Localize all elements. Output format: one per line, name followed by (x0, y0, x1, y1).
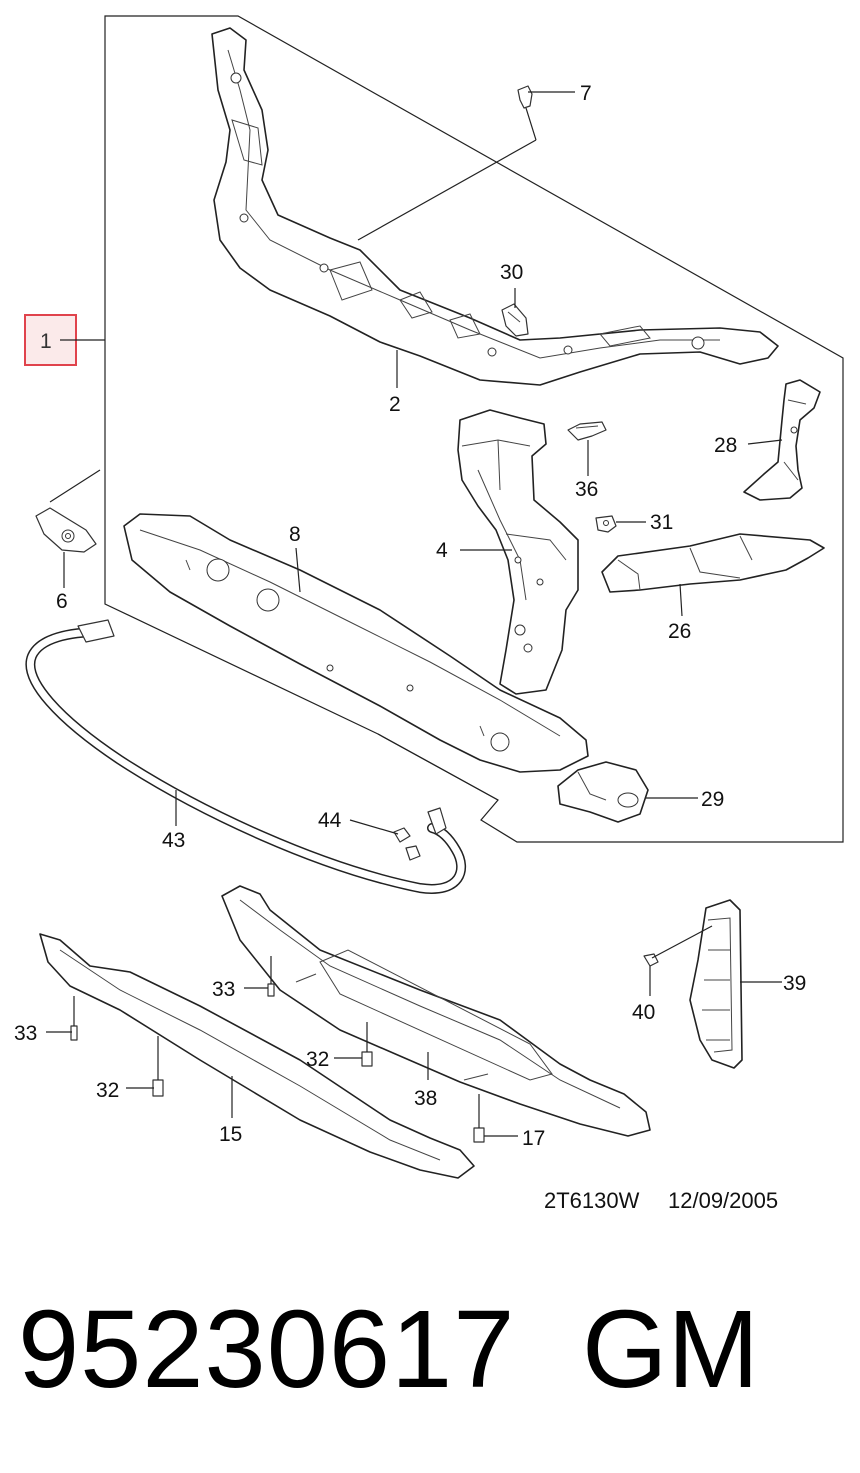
bracket-30[interactable] (501, 303, 529, 337)
callout-8: 8 (289, 523, 301, 546)
clip-44[interactable] (393, 827, 421, 861)
lower-tie-bar-8[interactable] (123, 513, 589, 773)
callout-26: 26 (668, 620, 691, 643)
brand-name: GM (582, 1288, 760, 1411)
side-member-4[interactable] (457, 409, 579, 695)
callout-36: 36 (575, 478, 598, 501)
callout-15: 15 (219, 1123, 242, 1146)
bracket-29[interactable] (557, 761, 649, 823)
air-guide-39[interactable] (689, 899, 743, 1069)
bracket-6[interactable] (35, 469, 101, 553)
clip-31[interactable] (595, 515, 617, 533)
leader-lines (46, 91, 783, 1137)
clip-32-a[interactable] (361, 1051, 373, 1067)
callout-39: 39 (783, 972, 806, 995)
callout-43: 43 (162, 829, 185, 852)
callout-32-a: 32 (306, 1048, 329, 1071)
assembly-frame (78, 15, 844, 843)
selected-callout-box[interactable] (24, 314, 78, 366)
callout-31: 31 (650, 511, 673, 534)
callout-32-b: 32 (96, 1079, 119, 1102)
part-number: 95230617 (18, 1288, 516, 1411)
clip-36[interactable] (567, 421, 607, 441)
callout-30: 30 (500, 261, 523, 284)
callout-29: 29 (701, 788, 724, 811)
bolt-40[interactable] (643, 925, 713, 967)
callout-33-a: 33 (212, 978, 235, 1001)
callout-33-b: 33 (14, 1022, 37, 1045)
clip-32-b[interactable] (152, 1079, 164, 1097)
callout-2: 2 (389, 393, 401, 416)
upper-support-beam[interactable] (211, 27, 779, 386)
callout-17: 17 (522, 1127, 545, 1150)
callout-38: 38 (414, 1087, 437, 1110)
drawing-date: 12/09/2005 (668, 1188, 778, 1213)
caption: 95230617 GM (0, 1290, 860, 1440)
callout-40: 40 (632, 1001, 655, 1024)
screw-33-a[interactable] (267, 983, 275, 997)
callout-6: 6 (56, 590, 68, 613)
bolt-7[interactable] (357, 85, 537, 241)
callout-4: 4 (436, 539, 448, 562)
drawing-info: 2T6130W 12/09/2005 (544, 1188, 778, 1213)
bracket-26[interactable] (601, 533, 825, 593)
cable-43[interactable] (25, 619, 467, 894)
callout-44: 44 (318, 809, 342, 832)
callout-labels: 1 2 4 6 7 8 15 17 26 28 29 30 31 32 32 3… (14, 82, 806, 1150)
callout-1: 1 (40, 330, 52, 353)
callout-28: 28 (714, 434, 737, 457)
drawing-code: 2T6130W (544, 1188, 640, 1213)
air-deflector-15[interactable] (39, 933, 475, 1179)
screw-33-b[interactable] (70, 1025, 78, 1041)
callout-7: 7 (580, 82, 592, 105)
screw-17[interactable] (473, 1127, 485, 1143)
splash-shield-38[interactable] (221, 885, 651, 1137)
